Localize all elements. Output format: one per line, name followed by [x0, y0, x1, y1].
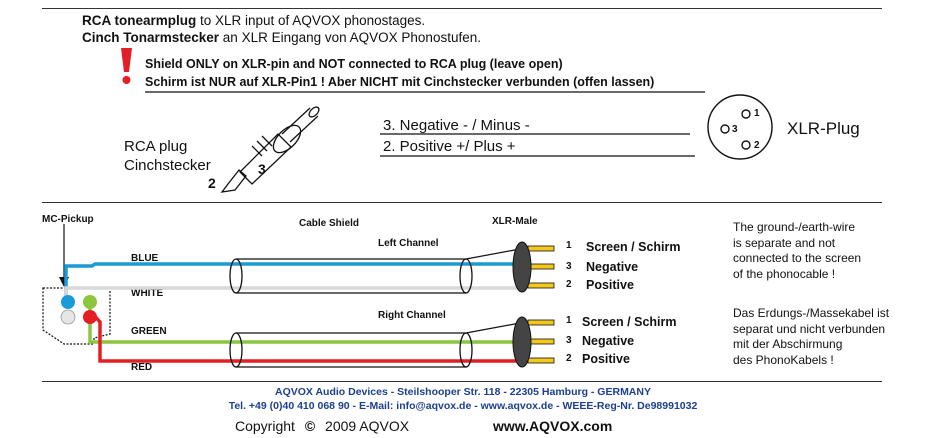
- cartridge-pin-white: [60, 309, 76, 325]
- left-xlr-male-icon: [465, 241, 555, 293]
- left-pin-1-number: 1: [566, 240, 572, 251]
- cartridge-pin-red: [83, 310, 97, 324]
- header-line-1-bold: RCA tonearmplug: [82, 13, 197, 28]
- xlr-socket-icon: [707, 94, 773, 160]
- note-de-line-1: Das Erdungs-/Massekabel ist: [733, 306, 890, 320]
- footer-address: AQVOX Audio Devices - Steilshooper Str. …: [275, 386, 651, 398]
- wire-red: [90, 311, 518, 363]
- wire-label-red: RED: [131, 362, 153, 373]
- right-xlr-male-icon: [465, 316, 555, 368]
- cable-shield-label: Cable Shield: [299, 218, 360, 229]
- copyright-icon: ©: [304, 418, 316, 434]
- warning-icon: [121, 48, 132, 84]
- note-en-line-4: of the phonocable !: [733, 266, 836, 281]
- xlr-negative-line: 3. Negative - / Minus -: [383, 117, 530, 134]
- warning-icon-bar: [121, 48, 132, 72]
- copyright-text: Copyright: [235, 418, 295, 434]
- cartridge-pin-blue: [61, 295, 75, 309]
- note-en-line-1: The ground-/earth-wire: [733, 220, 856, 234]
- header-line-1-rest: to XLR input of AQVOX phonostages.: [196, 13, 426, 28]
- footer-website-link[interactable]: www.AQVOX.com: [493, 418, 613, 434]
- wire-blue: [64, 262, 518, 302]
- header-line-2-bold: Cinch Tonarmstecker: [82, 30, 220, 45]
- right-pin-3-number: 3: [566, 335, 572, 346]
- right-pin-1-label: Screen / Schirm: [582, 315, 677, 329]
- left-pin-3-label: Negative: [586, 260, 639, 274]
- note-de-line-2: separat und nicht verbunden: [733, 321, 886, 336]
- top-rule: [42, 8, 882, 9]
- xlr-plug-label: XLR-Plug: [787, 119, 860, 138]
- xlr-male-label: XLR-Male: [492, 216, 538, 227]
- note-de-line-3: mit der Abschirmung: [733, 337, 843, 351]
- note-en-line-2: is separate and not: [733, 235, 836, 250]
- cartridge-pin-green: [83, 295, 97, 309]
- right-pin-2-label: Positive: [582, 352, 630, 366]
- header-line-2-rest: an XLR Eingang von AQVOX Phonostufen.: [219, 30, 481, 45]
- rca-label-2: Cinchstecker: [124, 157, 211, 174]
- right-channel-label: Right Channel: [378, 310, 446, 321]
- wire-label-blue: BLUE: [131, 253, 159, 264]
- xlr-positive-line: 2. Positive +/ Plus +: [383, 138, 516, 155]
- warning-line-1: Shield ONLY on XLR-pin and NOT connected…: [145, 57, 563, 71]
- left-pin-3-number: 3: [566, 261, 572, 272]
- right-cable-shield-icon: [229, 332, 473, 368]
- wire-label-green: GREEN: [131, 326, 167, 337]
- right-pin-2-number: 2: [566, 353, 572, 364]
- rca-pin-3: 3: [258, 161, 266, 177]
- right-pin-3-label: Negative: [582, 334, 635, 348]
- mc-pickup-label: MC-Pickup: [42, 214, 94, 225]
- left-pin-1-label: Screen / Schirm: [586, 240, 681, 254]
- rca-pin-2: 2: [208, 175, 216, 191]
- warning-line-2: Schirm ist NUR auf XLR-Pin1 ! Aber NICHT…: [145, 75, 655, 89]
- rca-label-1: RCA plug: [124, 138, 188, 155]
- left-channel-label: Left Channel: [378, 238, 439, 249]
- footer-copyright: Copyright © 2009 AQVOX: [235, 418, 409, 434]
- note-en: The ground-/earth-wire is separate and n…: [733, 220, 861, 282]
- xlr-socket-pin-2: 2: [754, 140, 760, 151]
- warning-icon-dot: [122, 76, 131, 84]
- rca-plug-icon: [220, 106, 320, 193]
- middle-rule: [42, 202, 882, 203]
- header-line-1: RCA tonearmplug to XLR input of AQVOX ph…: [82, 13, 425, 28]
- note-en-line-3: connected to the screen: [733, 251, 862, 265]
- bottom-rule: [42, 381, 882, 382]
- note-de-line-4: des PhonoKabels !: [733, 352, 834, 367]
- wire-label-white: WHITE: [131, 288, 164, 299]
- xlr-socket-pin-3: 3: [732, 124, 738, 135]
- footer-contact: Tel. +49 (0)40 410 068 90 - E-Mail: info…: [228, 400, 698, 412]
- left-pin-2-number: 2: [566, 279, 572, 290]
- header-line-2: Cinch Tonarmstecker an XLR Eingang von A…: [82, 30, 481, 45]
- copyright-year: 2009 AQVOX: [325, 418, 410, 434]
- note-de: Das Erdungs-/Massekabel ist separat und …: [733, 306, 889, 368]
- wire-green: [88, 304, 518, 344]
- wire-white: [64, 286, 518, 306]
- left-pin-2-label: Positive: [586, 278, 634, 292]
- right-pin-1-number: 1: [566, 315, 572, 326]
- xlr-socket-pin-1: 1: [754, 108, 760, 119]
